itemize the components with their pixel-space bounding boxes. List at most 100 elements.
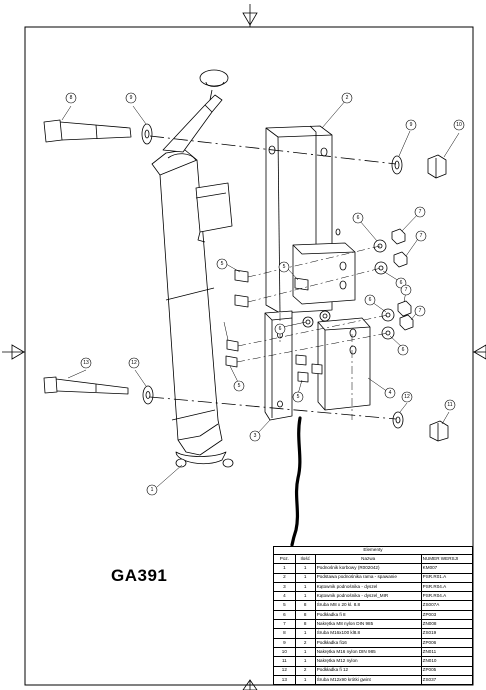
bom-name: Podstawa podnośnika rama - spawanie xyxy=(314,572,422,583)
callout-9b: 9 xyxy=(405,119,417,131)
callout-12b: 12 xyxy=(401,391,413,403)
bom-qty: 8 xyxy=(294,619,316,630)
callout-5d: 5 xyxy=(292,391,304,403)
svg-text:11: 11 xyxy=(447,402,452,408)
svg-text:7: 7 xyxy=(405,287,408,293)
bom-number: ZN008 xyxy=(420,619,474,630)
callout-6d: 6 xyxy=(397,344,409,356)
bom-name: Śruba M12x90 krótki gwint xyxy=(314,674,422,686)
centering-mark-right xyxy=(473,344,486,360)
washer-9-left xyxy=(141,123,153,145)
bom-number: ZP005 xyxy=(420,665,474,676)
svg-text:7: 7 xyxy=(419,308,422,314)
bom-name: Podnośnik korbowy (R002042) xyxy=(314,563,422,574)
bom-qty: 1 xyxy=(294,674,316,686)
svg-text:12: 12 xyxy=(404,394,410,400)
bom-pos: 4 xyxy=(273,591,296,602)
callout-1: 1 xyxy=(146,484,158,496)
svg-text:6: 6 xyxy=(402,347,405,353)
callout-6e: 6 xyxy=(274,323,286,335)
bom-qty: 8 xyxy=(294,600,316,611)
callout-bubbles: 1 2 3 4 5 5 5 5 6 6 6 6 6 7 7 7 7 8 9 9 … xyxy=(65,92,465,496)
nut-m12 xyxy=(429,420,449,442)
bom-qty: 2 xyxy=(294,637,316,648)
bom-pos: 8 xyxy=(273,628,296,639)
angle-bracket-left xyxy=(264,310,293,421)
bom-header-row: Poz. Ilość Nazwa NUMER WERSJI xyxy=(273,553,474,565)
bom-number: ZN010 xyxy=(420,656,474,667)
bom-name: Podkładka fi 8 xyxy=(314,609,422,621)
svg-text:3: 3 xyxy=(254,433,257,439)
bom-pos: 6 xyxy=(273,609,296,621)
svg-text:10: 10 xyxy=(456,122,462,128)
bom-name: Kątownik podnośnika - dyszel xyxy=(314,581,422,593)
svg-text:6: 6 xyxy=(279,326,282,332)
bom-qty: 1 xyxy=(294,646,316,658)
bom-number: PSR.R04.A xyxy=(420,591,474,602)
svg-text:2: 2 xyxy=(346,95,349,101)
callout-4: 4 xyxy=(384,387,396,399)
centering-mark-top xyxy=(242,4,258,27)
bom-qty: 1 xyxy=(294,591,316,602)
bom-name: Śruba M8 x 20 kl. 8.8 xyxy=(314,600,422,611)
bom-pos: 7 xyxy=(273,619,296,630)
callout-2: 2 xyxy=(341,92,353,104)
angle-bracket-right xyxy=(317,317,371,411)
callout-5a: 5 xyxy=(216,258,228,270)
bom-header-name: Nazwa xyxy=(314,553,422,565)
drawing-frame xyxy=(24,26,474,686)
callout-5b: 5 xyxy=(278,261,290,273)
callout-7a: 7 xyxy=(414,206,426,218)
small-nuts xyxy=(391,228,414,331)
nut-m16 xyxy=(427,154,447,179)
bom-pos: 2 xyxy=(273,572,296,583)
callout-6c: 6 xyxy=(364,294,376,306)
callout-3: 3 xyxy=(249,430,261,442)
svg-text:5: 5 xyxy=(221,261,224,267)
bom-number: ZN011 xyxy=(420,646,474,658)
callout-7b: 7 xyxy=(415,230,427,242)
svg-text:5: 5 xyxy=(238,383,241,389)
bom-name: Kątownik podnośnika - dyszel_MIR xyxy=(314,591,422,602)
callout-8: 8 xyxy=(65,92,77,104)
bom-qty: 2 xyxy=(294,665,316,676)
bom-pos: 12 xyxy=(273,665,296,676)
washer-12-right xyxy=(392,411,404,429)
bom-number: PSR.R04.A xyxy=(420,581,474,593)
callout-6a: 6 xyxy=(352,212,364,224)
bom-title-row: Elementy xyxy=(273,546,473,555)
svg-text:8: 8 xyxy=(70,95,73,101)
callout-13: 13 xyxy=(80,357,92,369)
bolt-m12 xyxy=(43,376,129,395)
callout-12a: 12 xyxy=(128,357,140,369)
bom-qty: 1 xyxy=(294,628,316,639)
bom-name: Nakrętka M12 nylon xyxy=(314,656,422,667)
svg-text:9: 9 xyxy=(130,95,133,101)
bom-header-pos: Poz. xyxy=(273,553,296,565)
svg-text:9: 9 xyxy=(410,122,413,128)
bom-pos: 1 xyxy=(273,563,296,574)
svg-text:6: 6 xyxy=(357,215,360,221)
callout-5c: 5 xyxy=(233,380,245,392)
centering-mark-left xyxy=(2,344,25,360)
bom-name: Nakrętka M16 nylon DIN 985 xyxy=(314,646,422,658)
svg-text:12: 12 xyxy=(131,360,137,366)
bom-qty: 1 xyxy=(294,656,316,667)
svg-text:1: 1 xyxy=(151,487,154,493)
drawing-code: GA391 xyxy=(111,566,168,585)
bom-name: Podkładka fi16 xyxy=(314,637,422,648)
bom-number: PSR.R01.A xyxy=(420,572,474,583)
bom-pos: 11 xyxy=(273,656,296,667)
callout-11: 11 xyxy=(444,399,456,411)
